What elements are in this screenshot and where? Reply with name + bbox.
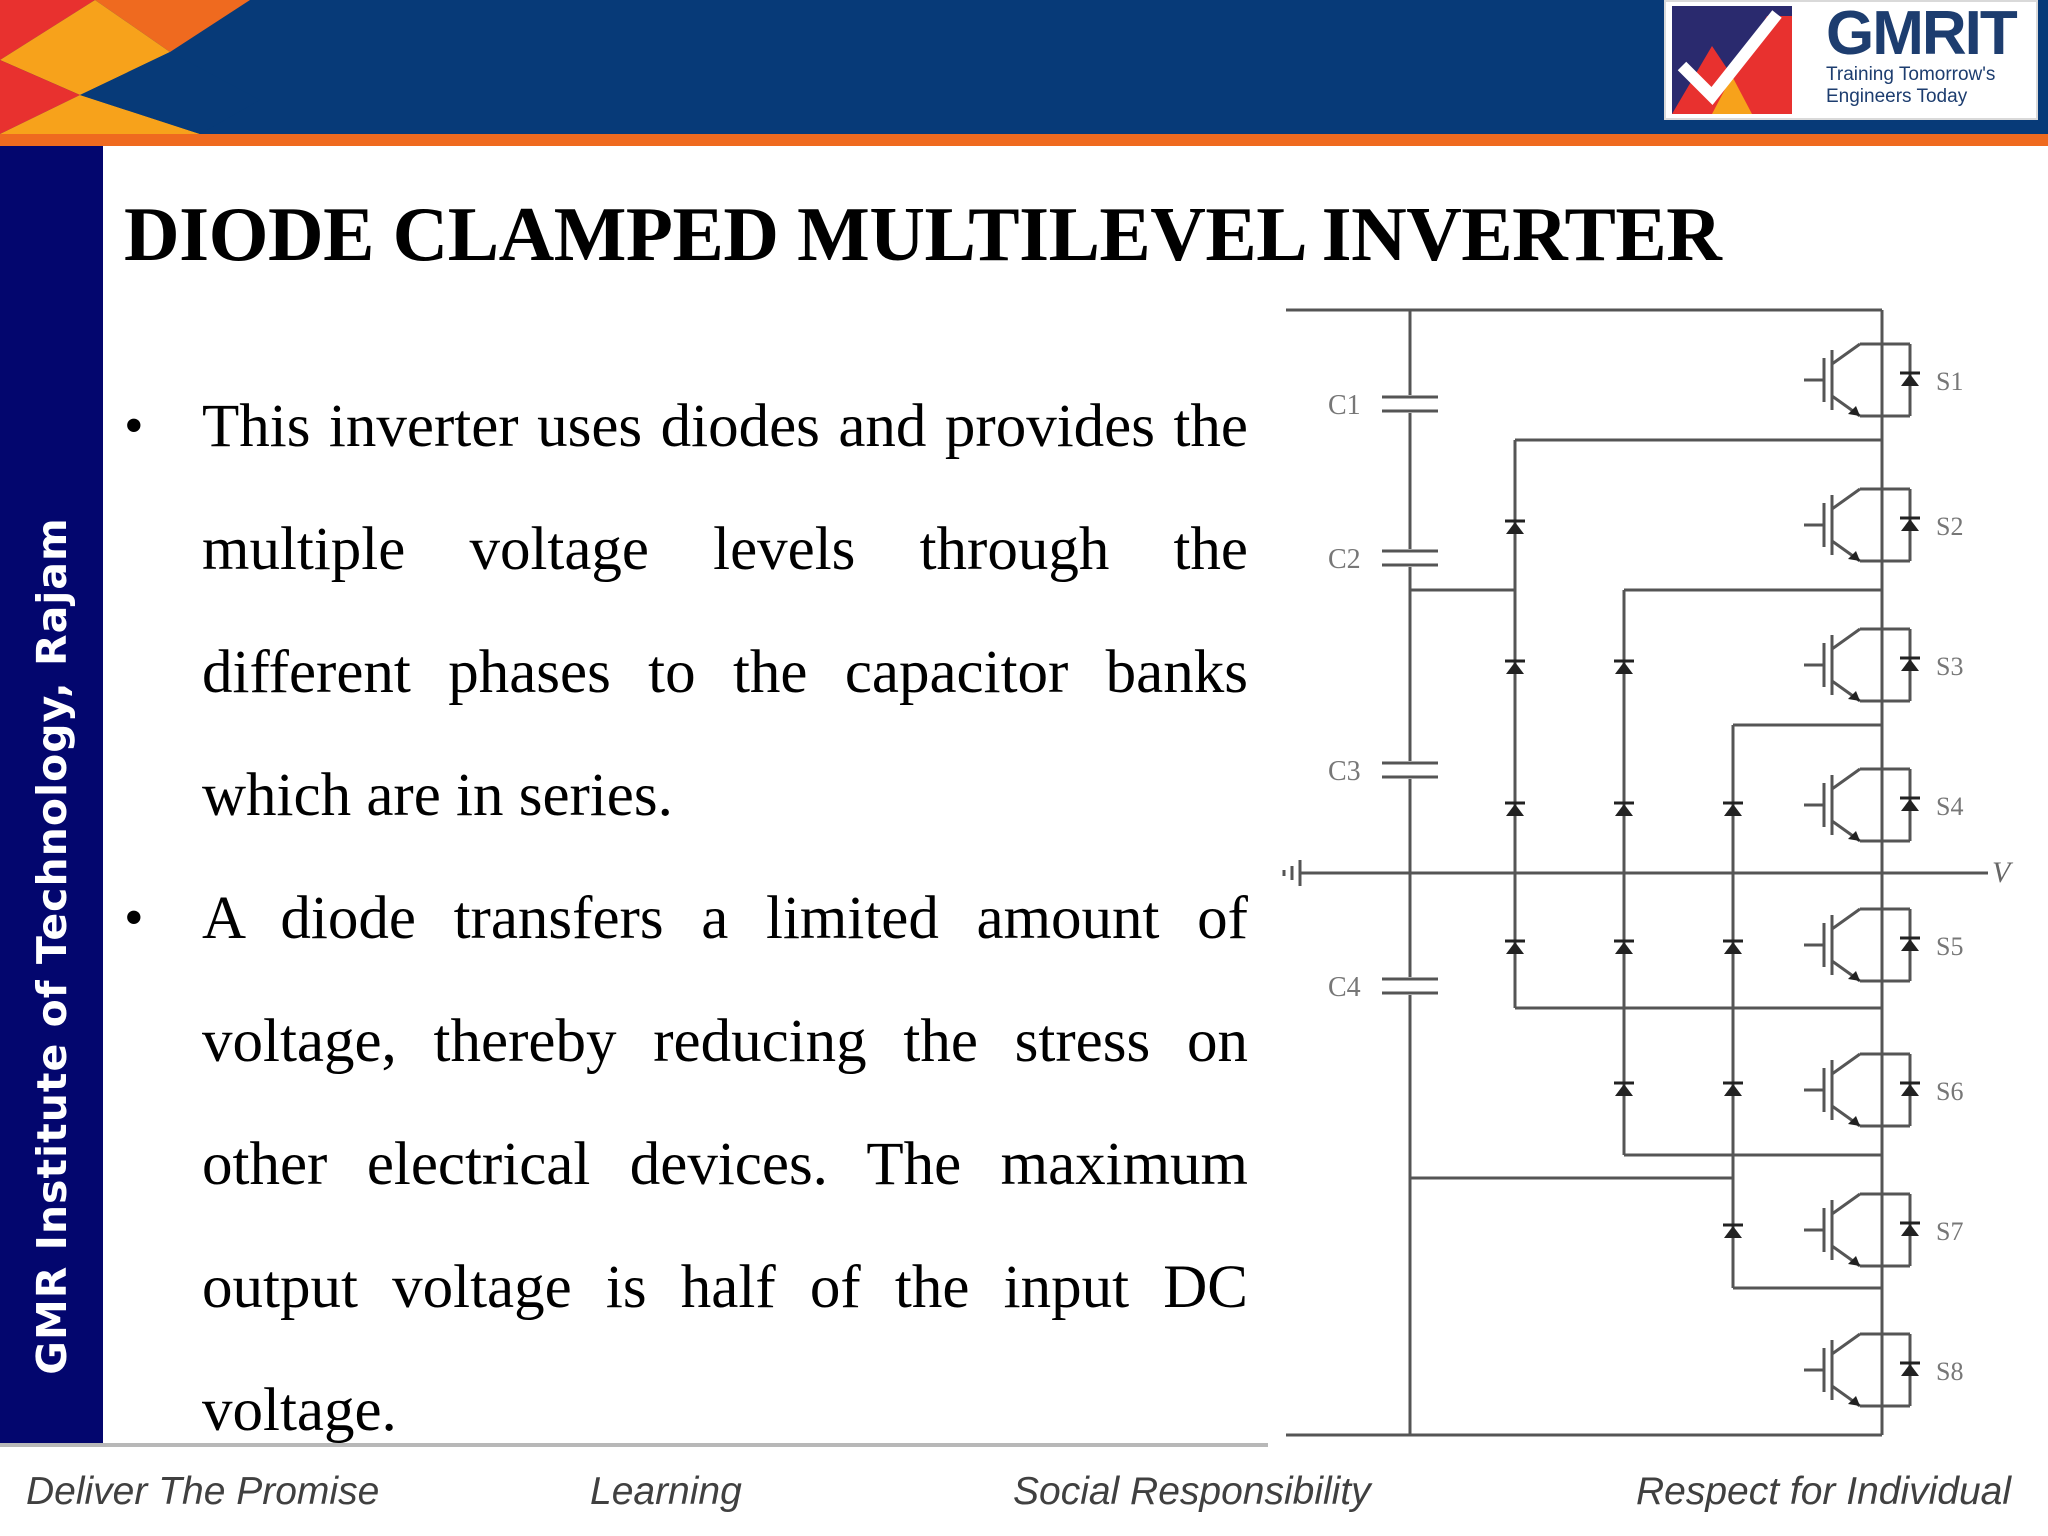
header-stripe	[0, 134, 2048, 146]
switch-label: S5	[1936, 932, 1963, 961]
capacitor-c3: C3	[1328, 756, 1438, 787]
switch-label: S8	[1936, 1357, 1963, 1386]
capacitor-label: C3	[1328, 756, 1361, 787]
header-decoration	[0, 0, 260, 134]
igbt-switch-s8: S8	[1804, 1332, 1963, 1408]
sidebar-institute-label: GMR Institute of Technology, Rajam	[28, 517, 76, 1375]
footer-motto-4: Respect for Individual	[1636, 1470, 2012, 1513]
switch-label: S1	[1936, 367, 1963, 396]
logo-tagline: Training Tomorrow's Engineers Today	[1826, 64, 1996, 107]
bullet-marker: •	[124, 395, 144, 457]
logo-name: GMRIT	[1826, 0, 2018, 68]
capacitor-c4: C4	[1328, 972, 1438, 1003]
switch-label: S6	[1936, 1077, 1963, 1106]
bullet-marker: •	[124, 887, 144, 949]
footer: Deliver The Promise Learning Social Resp…	[0, 1470, 2048, 1520]
bullet-item: • This inverter uses diodes and provides…	[124, 365, 1248, 857]
igbt-switch-s6: S6	[1804, 1052, 1963, 1128]
footer-divider	[0, 1443, 1268, 1447]
footer-motto-1: Deliver The Promise	[26, 1470, 380, 1513]
slide-title: DIODE CLAMPED MULTILEVEL INVERTER	[124, 191, 1722, 277]
switch-label: S2	[1936, 512, 1963, 541]
clamping-diode-icon	[1614, 1081, 1634, 1096]
igbt-switch-s1: S1	[1804, 342, 1963, 418]
capacitor-label: C4	[1328, 972, 1361, 1003]
switch-label: S3	[1936, 652, 1963, 681]
bullet-text: A diode transfers a limited amount of vo…	[202, 885, 1248, 1444]
bullet-text: This inverter uses diodes and provides t…	[202, 393, 1248, 829]
igbt-switch-s2: S2	[1804, 487, 1963, 563]
clamping-diode-icon	[1614, 801, 1634, 816]
footer-motto-3: Social Responsibility	[1013, 1470, 1371, 1513]
igbt-switch-s7: S7	[1804, 1192, 1963, 1268]
ground-icon	[1282, 860, 1302, 886]
capacitor-c1: C1	[1328, 390, 1438, 421]
gmrit-logo: GMRIT Training Tomorrow's Engineers Toda…	[1664, 0, 2038, 120]
clamping-diode-icon	[1505, 801, 1525, 816]
logo-mark-icon	[1672, 6, 1792, 114]
clamping-diode-icon	[1505, 939, 1525, 954]
switch-label: S4	[1936, 792, 1963, 821]
clamping-diode-icon	[1505, 519, 1525, 534]
clamping-diode-icon	[1723, 801, 1743, 816]
capacitor-label: C1	[1328, 390, 1361, 421]
capacitor-label: C2	[1328, 544, 1361, 575]
igbt-switch-s3: S3	[1804, 627, 1963, 703]
footer-motto-2: Learning	[590, 1470, 742, 1513]
clamping-diode-icon	[1505, 659, 1525, 674]
igbt-switch-s5: S5	[1804, 907, 1963, 983]
clamping-diode-icon	[1614, 659, 1634, 674]
igbt-switch-s4: S4	[1804, 767, 1963, 843]
capacitor-c2: C2	[1328, 544, 1438, 575]
switch-label: S7	[1936, 1217, 1963, 1246]
output-voltage-label: V	[1992, 856, 2014, 889]
clamping-diode-icon	[1723, 939, 1743, 954]
clamping-diode-icon	[1723, 1223, 1743, 1238]
clamping-diode-icon	[1723, 1081, 1743, 1096]
header-band: GMRIT Training Tomorrow's Engineers Toda…	[0, 0, 2048, 146]
bullet-item: • A diode transfers a limited amount of …	[124, 857, 1248, 1472]
sidebar: GMR Institute of Technology, Rajam	[0, 146, 103, 1446]
clamping-diode-icon	[1614, 939, 1634, 954]
bullet-list: • This inverter uses diodes and provides…	[124, 365, 1248, 1472]
